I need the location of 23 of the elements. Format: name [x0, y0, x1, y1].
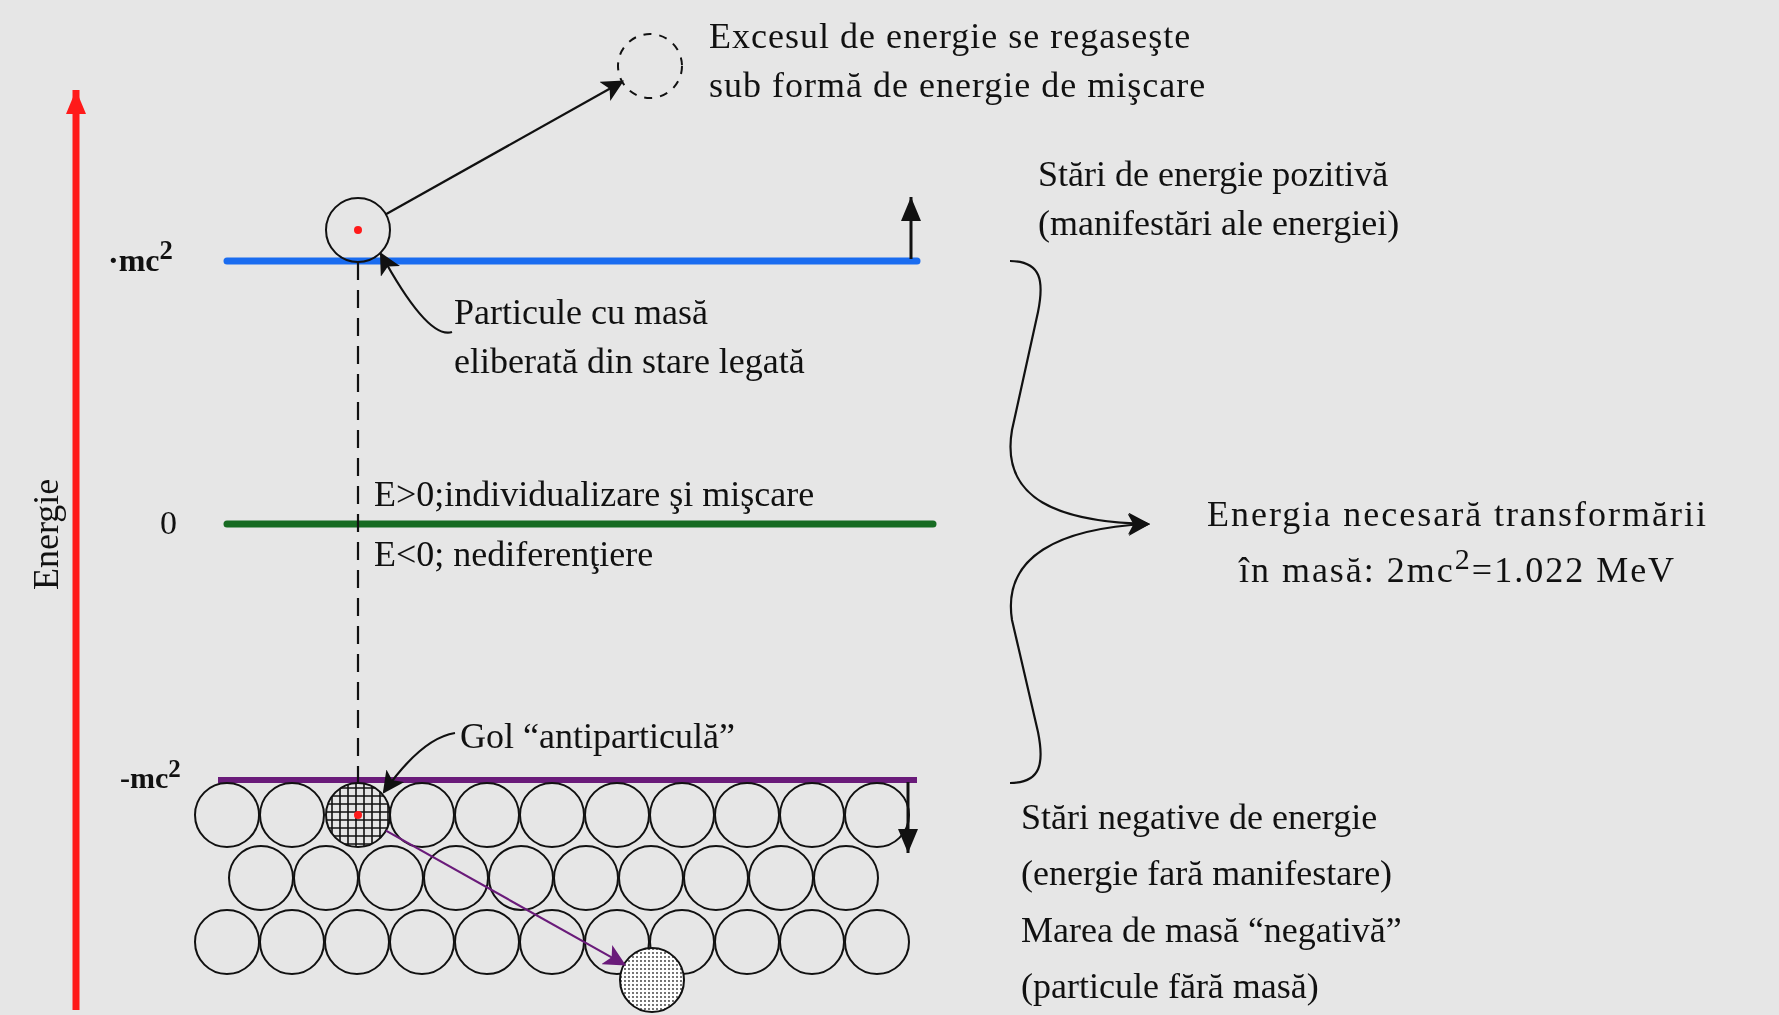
annotation-text: Marea de masă “negativă” (particule fără masă) — [1021, 909, 1403, 1008]
annotation-text: Particule cu masă eliberată din stare legată — [454, 288, 819, 386]
annotation-text: Energia necesară transformării în masă: 2mc$^{2}$=1.022 MeV — [1205, 490, 1710, 595]
dotted-circle — [619, 947, 685, 1013]
level-label: 0 — [160, 503, 177, 543]
hole-circle — [325, 782, 391, 848]
level-label: ·mc$^{2}$ — [108, 234, 173, 280]
arrow — [1009, 514, 1151, 785]
annotation-text: Excesul de energie se regaseşte sub formă de energie de mişcare — [709, 15, 1208, 107]
level-label: -mc$^{2}$ — [120, 754, 181, 796]
region-label: E>0;individualizare şi mişcare — [374, 473, 815, 516]
annotation-text: Stări de energie pozitivă (manifestări ale energiei) — [1038, 153, 1401, 245]
arrow — [379, 252, 453, 334]
arrow — [385, 829, 626, 966]
dashed-line — [356, 262, 360, 783]
region-label: E<0; nediferenţiere — [374, 533, 654, 576]
annotation-text: Stări negative de energie (energie fară manifestare) — [1021, 796, 1394, 895]
dashed-circle — [617, 33, 683, 99]
annotation-text: Gol “antiparticulă” — [460, 712, 880, 761]
arrow — [385, 80, 624, 216]
arrow — [382, 731, 456, 794]
axis-label: Energie — [25, 478, 67, 590]
particle-circle — [325, 197, 391, 263]
